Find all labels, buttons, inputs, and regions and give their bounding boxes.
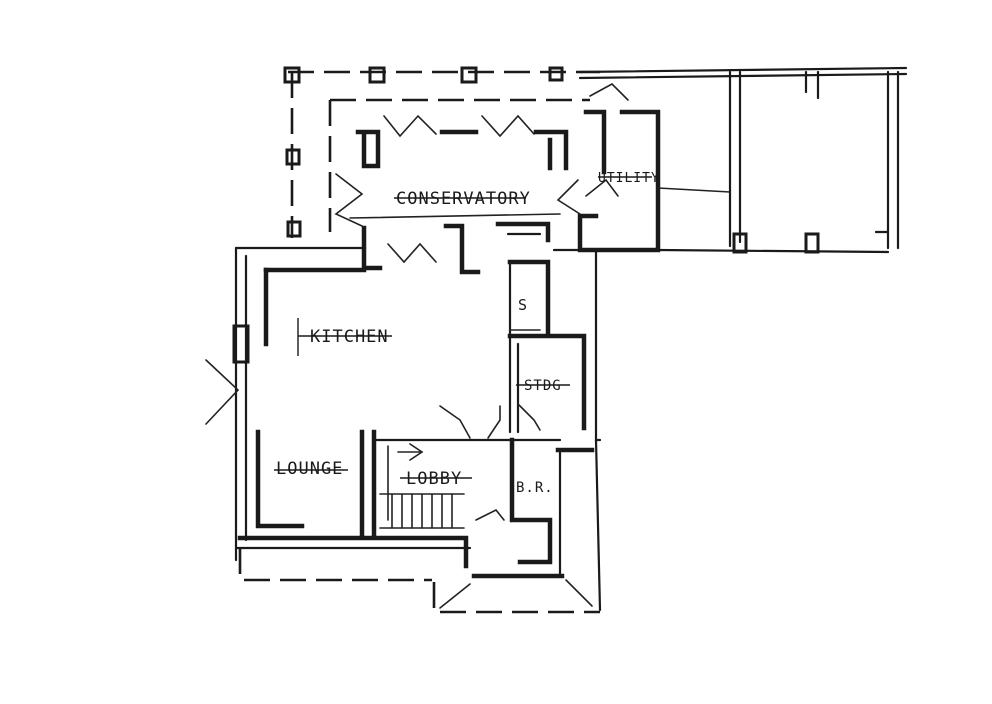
room-labels: CONSERVATORY UTILITY KITCHEN STDG LOUNGE… [274,171,660,496]
conservatory-structure [283,66,908,275]
conservatory-label: CONSERVATORY [396,189,531,209]
stairs-label: S [518,296,528,314]
bedroom-label: B.R. [516,480,554,496]
kitchen-label: KITCHEN [310,327,389,347]
staircase [379,493,465,529]
lobby-label: LOBBY [406,469,462,489]
utility-label: UTILITY [598,171,660,186]
main-house-walls [205,246,602,614]
lounge-label: LOUNGE [276,459,343,479]
utility-block [577,70,900,254]
study-label: STDG [524,378,562,394]
